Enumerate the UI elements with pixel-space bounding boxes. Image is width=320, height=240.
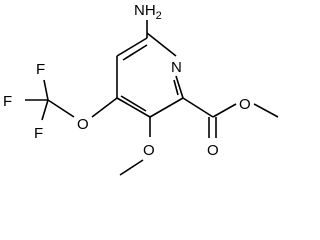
bond-o-cf3	[47, 99, 75, 118]
fluorine-bottom-label: F	[34, 125, 43, 142]
fluorine-top-label: F	[36, 61, 45, 78]
bond-n1-c2	[175, 75, 184, 99]
structure-canvas: NH2 N F F F O O O O	[3, 2, 279, 176]
pyridine-ring	[116, 32, 184, 118]
bond-c-f-top	[43, 79, 49, 101]
bond-c2-c3	[149, 97, 184, 118]
methoxy-oxygen-label: O	[143, 142, 155, 159]
bond-c4-o	[91, 97, 118, 118]
bond-c3-c4	[116, 97, 151, 118]
molecule-structure: NH2 N F F F O O O O	[3, 2, 279, 176]
bond-c2-ccarbonyl	[182, 97, 214, 118]
bond-c5-c6-double-inner	[122, 44, 148, 61]
bond-ccarbonyl-oalkoxy	[212, 103, 237, 118]
bond-c3-c4-double-inner	[120, 95, 147, 112]
bond-c6-n1	[146, 32, 177, 57]
bond-omethoxy-ch3	[119, 159, 144, 176]
bond-c2-c2-double-inner	[173, 79, 179, 96]
bond-c-f-bottom	[41, 99, 49, 121]
bond-c5-c6	[116, 37, 148, 57]
bond-oalkoxy-ch3	[253, 103, 279, 118]
amine-label: NH2	[134, 2, 162, 22]
alkoxy-oxygen-label: O	[239, 96, 251, 113]
carbonyl-oxygen-label: O	[207, 142, 219, 159]
fluorine-left-label: F	[3, 93, 12, 110]
ring-nitrogen-label: N	[171, 59, 182, 76]
ether-oxygen-label: O	[77, 116, 89, 133]
